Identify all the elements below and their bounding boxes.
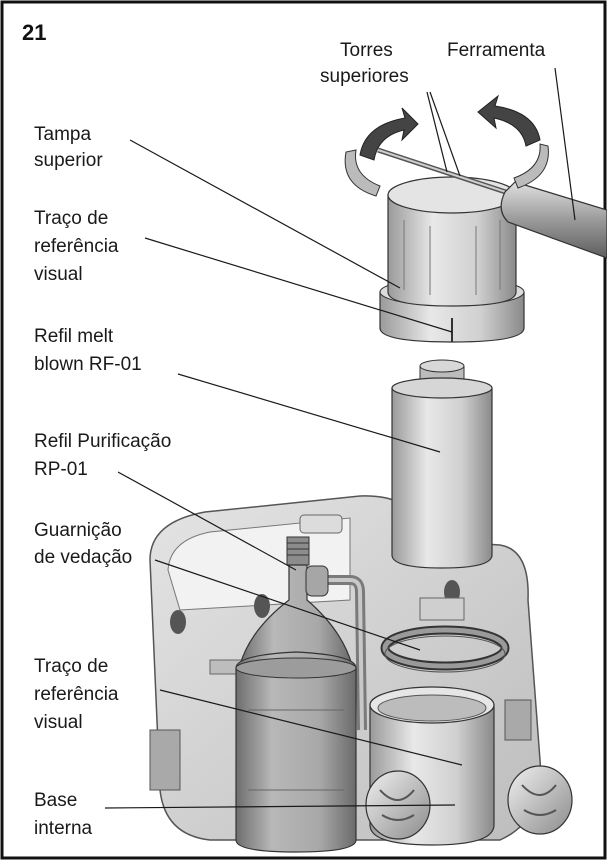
label-traco-referencia-top: Traço de referência visual [34,208,119,285]
label-traco-referencia-bottom: Traço de referência visual [34,656,119,733]
leader-lines [104,67,576,809]
svg-text:Guarnição: Guarnição [34,520,122,541]
svg-text:Traço de: Traço de [34,208,108,229]
svg-text:visual: visual [34,712,83,733]
label-refil-melt-blown: Refil melt blown RF-01 [34,326,142,375]
label-guarnicao-vedacao: Guarnição de vedação [34,520,132,568]
svg-text:superiores: superiores [320,66,409,87]
label-base-interna: Base interna [34,790,93,839]
svg-text:visual: visual [34,264,83,285]
figure-number: 21 [22,20,46,45]
melt-blown-cartridge [391,359,493,569]
label-refil-purificacao: Refil Purificação RP-01 [34,431,171,480]
svg-text:RP-01: RP-01 [34,459,88,480]
svg-text:referência: referência [34,236,119,257]
label-tampa-superior: Tampa superior [34,124,103,171]
svg-text:Ferramenta: Ferramenta [447,40,546,61]
svg-text:Base: Base [34,790,77,811]
label-torres-superiores: Torres superiores [320,40,409,87]
knob-right [507,765,573,835]
purification-cartridge [235,536,357,853]
svg-text:Refil melt: Refil melt [34,326,114,347]
svg-text:superior: superior [34,150,103,171]
sealing-ring [380,625,510,673]
svg-text:referência: referência [34,684,119,705]
top-cap [379,176,525,343]
svg-text:blown RF-01: blown RF-01 [34,354,142,375]
svg-text:Tampa: Tampa [34,124,91,145]
svg-text:Refil Purificação: Refil Purificação [34,431,171,452]
svg-text:de vedação: de vedação [34,547,132,568]
svg-text:interna: interna [34,818,93,839]
rotation-arrow-icon [344,94,549,197]
label-ferramenta: Ferramenta [447,40,546,61]
svg-text:Torres: Torres [340,40,393,61]
svg-text:Traço de: Traço de [34,656,108,677]
tool-rod [377,147,607,259]
